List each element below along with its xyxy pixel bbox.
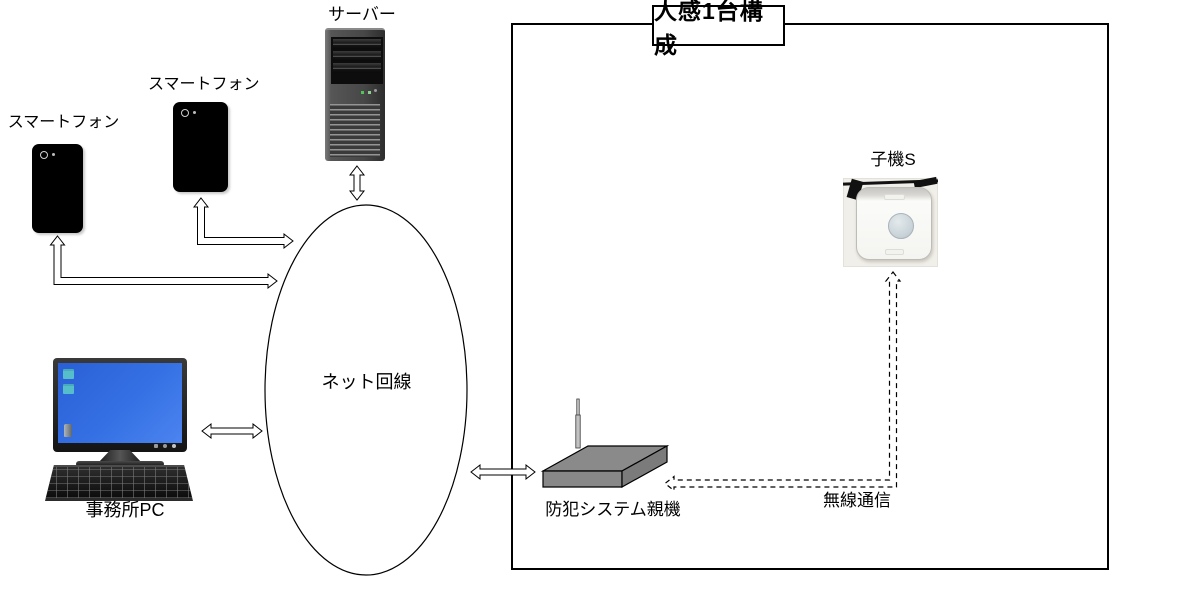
pc-keyboard-image — [45, 465, 193, 501]
server-image — [325, 28, 385, 161]
monitor-stand-base — [76, 461, 164, 467]
monitor-power-icon — [172, 444, 176, 448]
server-label: サーバー — [328, 5, 396, 24]
smartphone1-image — [32, 144, 83, 233]
server-led-indicators — [361, 89, 379, 95]
arrow-server-internet — [348, 165, 366, 201]
sensor-seam-top — [884, 194, 905, 200]
smartphone2-label: スマートフォン — [148, 76, 260, 93]
pc-screen — [58, 363, 182, 443]
diagram-title-text: 人感1台構成 — [654, 0, 764, 58]
sensor-seam-bottom — [885, 249, 904, 255]
arrow-smartphone2-internet — [192, 197, 294, 250]
internet-label: ネット回線 — [321, 372, 412, 392]
router-antenna-tip — [576, 398, 580, 418]
recycle-bin-icon — [64, 424, 72, 437]
monitor-button-icon — [163, 444, 167, 448]
sensor-unit-photo — [842, 176, 939, 267]
monitor-menu-icon — [154, 444, 158, 448]
pc-monitor-image — [53, 358, 187, 452]
wireless-label: 無線通信 — [823, 491, 891, 510]
server-vents — [330, 104, 380, 157]
office-pc-label: 事務所PC — [85, 500, 165, 520]
internet-cloud-ellipse — [264, 204, 468, 576]
base-unit-label: 防犯システム親機 — [545, 500, 681, 519]
led-icon — [368, 91, 371, 94]
phone-camera-icon — [40, 151, 48, 159]
server-bay-slot — [333, 39, 381, 49]
server-bay-slot — [333, 63, 381, 73]
server-drive-bays — [331, 37, 383, 84]
folder-icon — [63, 384, 74, 394]
folder-icon — [63, 369, 74, 379]
smartphone1-label: スマートフォン — [7, 114, 120, 131]
base-unit-image — [540, 398, 670, 489]
monitor-stand — [98, 450, 142, 463]
arrow-smartphone1-internet — [49, 235, 278, 290]
arrow-wireless-dashed — [664, 271, 902, 492]
phone-flash-icon — [52, 153, 55, 156]
diagram-title: 人感1台構成 — [652, 0, 785, 58]
server-bay-slot — [333, 51, 381, 61]
phone-camera-icon — [181, 109, 189, 117]
phone-flash-icon — [193, 111, 196, 114]
led-icon — [361, 91, 364, 94]
system-frame — [511, 23, 1109, 570]
arrow-pc-internet — [201, 422, 263, 440]
router-side-face — [621, 444, 668, 489]
sensor-body — [856, 187, 932, 260]
router-antenna — [575, 414, 581, 449]
arrow-internet-baseunit — [470, 463, 536, 481]
power-button-icon — [374, 89, 377, 92]
motion-sensor-lens-icon — [888, 213, 914, 239]
sensor-unit-label: 子機S — [870, 150, 916, 169]
smartphone2-image — [173, 102, 228, 192]
router-front-face — [542, 470, 623, 488]
